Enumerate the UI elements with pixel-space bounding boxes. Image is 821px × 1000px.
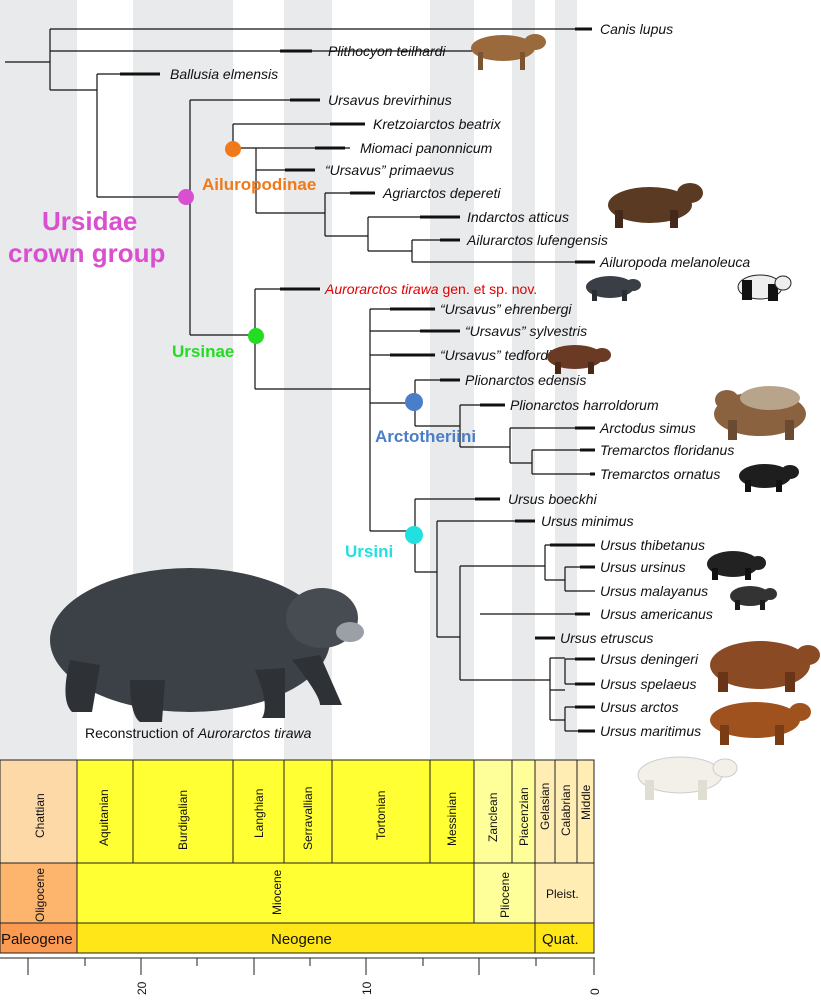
node-ursinae [248, 328, 264, 344]
tedfordi-illustration [547, 345, 611, 374]
taxon-label: “Ursavus” tedfordi [440, 347, 552, 363]
reconstruction-caption: Reconstruction of Aurorarctos tirawa [85, 725, 312, 741]
taxon-label: “Ursavus” primaevus [325, 162, 454, 178]
taxon-label: Ailurarctos lufengensis [466, 232, 608, 248]
taxon-label: Tremarctos floridanus [600, 442, 734, 458]
taxon-label: Ursus thibetanus [600, 537, 705, 553]
taxon-label: Tremarctos ornatus [600, 466, 720, 482]
taxon-label: Arctodus simus [599, 420, 696, 436]
taxon-label: Miomaci panonnicum [360, 140, 493, 156]
time-axis [0, 957, 595, 975]
polar-bear-illustration [637, 756, 738, 800]
timescale [0, 759, 595, 954]
label-ursini: Ursini [345, 542, 393, 561]
stage-label: Serravallian [301, 787, 315, 850]
label-ursidae: Ursidae [42, 206, 137, 236]
arctos-illustration [710, 702, 811, 745]
epoch-label: Miocene [270, 869, 284, 915]
taxon-labels: Canis lupus Plithocyon teilhardi Ballusi… [170, 21, 750, 739]
animal-illustrations [50, 34, 820, 800]
taxon-label: Ursus boeckhi [508, 491, 598, 507]
stage-labels: Chattian Aquitanian Burdigalian Langhian… [33, 783, 593, 850]
aurorarctos-reconstruction [50, 568, 364, 722]
stage-label: Langhian [252, 789, 266, 838]
ursinus-illustration [707, 551, 766, 580]
time-bands [0, 0, 577, 760]
taxon-label: Ursus ursinus [600, 559, 686, 575]
arctodus-illustration [714, 386, 806, 440]
indarctos-illustration [608, 183, 703, 228]
taxon-label: Ursus arctos [600, 699, 679, 715]
taxon-label: Agriarctos depereti [382, 185, 501, 201]
label-arctotheriini: Arctotheriini [375, 427, 476, 446]
taxon-label: Ursus etruscus [560, 630, 653, 646]
malayanus-illustration [730, 586, 777, 610]
stage-label: Burdigalian [176, 790, 190, 850]
taxon-label-aurorarctos: Aurorarctos tirawa gen. et sp. nov. [324, 281, 537, 297]
axis-tick-label: 10 [360, 981, 374, 995]
taxon-label: Ursavus brevirhinus [328, 92, 452, 108]
taxon-label: Ursus malayanus [600, 583, 708, 599]
stage-label: Aquitanian [97, 789, 111, 846]
aurorarctos-small-illustration [586, 276, 641, 301]
stage-label: Chattian [33, 793, 47, 838]
taxon-label: Ballusia elmensis [170, 66, 278, 82]
taxon-label: “Ursavus” sylvestris [465, 323, 587, 339]
deningeri-illustration [710, 641, 820, 692]
label-crown-group: crown group [8, 238, 165, 268]
stage-label: Messinian [445, 792, 459, 846]
taxon-label: Kretzoiarctos beatrix [373, 116, 502, 132]
node-arctotheriini [405, 393, 423, 411]
node-ursini [405, 526, 423, 544]
taxon-label: Ursus maritimus [600, 723, 701, 739]
stratigraphic-ranges [120, 27, 595, 733]
taxon-label: Ailuropoda melanoleuca [599, 254, 750, 270]
epoch-labels: Oligocene Miocene Pliocene Pleist. [33, 868, 579, 922]
epoch-label: Oligocene [33, 868, 47, 922]
label-ailuropodinae: Ailuropodinae [202, 175, 316, 194]
period-label: Neogene [271, 931, 332, 948]
stage-label: Zanclean [486, 793, 500, 842]
stage-label: Tortonian [374, 791, 388, 840]
taxon-label: Plithocyon teilhardi [328, 43, 446, 59]
taxon-label: Ursus minimus [541, 513, 634, 529]
taxon-label: Ursus spelaeus [600, 676, 697, 692]
taxon-label: Plionarctos edensis [465, 372, 586, 388]
node-ailuropodinae [225, 141, 241, 157]
period-label: Quat. [542, 931, 579, 948]
tremarctos-illustration [739, 464, 799, 492]
taxon-label: “Ursavus” ehrenbergi [440, 301, 572, 317]
panda-illustration [737, 274, 792, 301]
axis-tick-label: 20 [135, 981, 149, 995]
epoch-label: Pliocene [498, 872, 512, 918]
stage-label: Gelasian [538, 783, 552, 830]
taxon-label: Plionarctos harroldorum [510, 397, 659, 413]
epoch-label: Pleist. [546, 887, 579, 901]
node-ursidae-crown [178, 189, 194, 205]
taxon-label: Ursus americanus [600, 606, 713, 622]
taxon-label: Ursus deningeri [600, 651, 699, 667]
plithocyon-illustration [471, 34, 546, 70]
stage-label: Calabrian [559, 785, 573, 836]
taxon-label: Indarctos atticus [467, 209, 569, 225]
taxon-label: Canis lupus [600, 21, 673, 37]
period-label: Paleogene [1, 931, 73, 948]
label-ursinae: Ursinae [172, 342, 234, 361]
stage-label: Middle [579, 784, 593, 820]
stage-label: Piacenzian [517, 787, 531, 846]
period-labels: Paleogene Neogene Quat. [1, 931, 579, 948]
axis-tick-label: 0 [588, 988, 602, 995]
